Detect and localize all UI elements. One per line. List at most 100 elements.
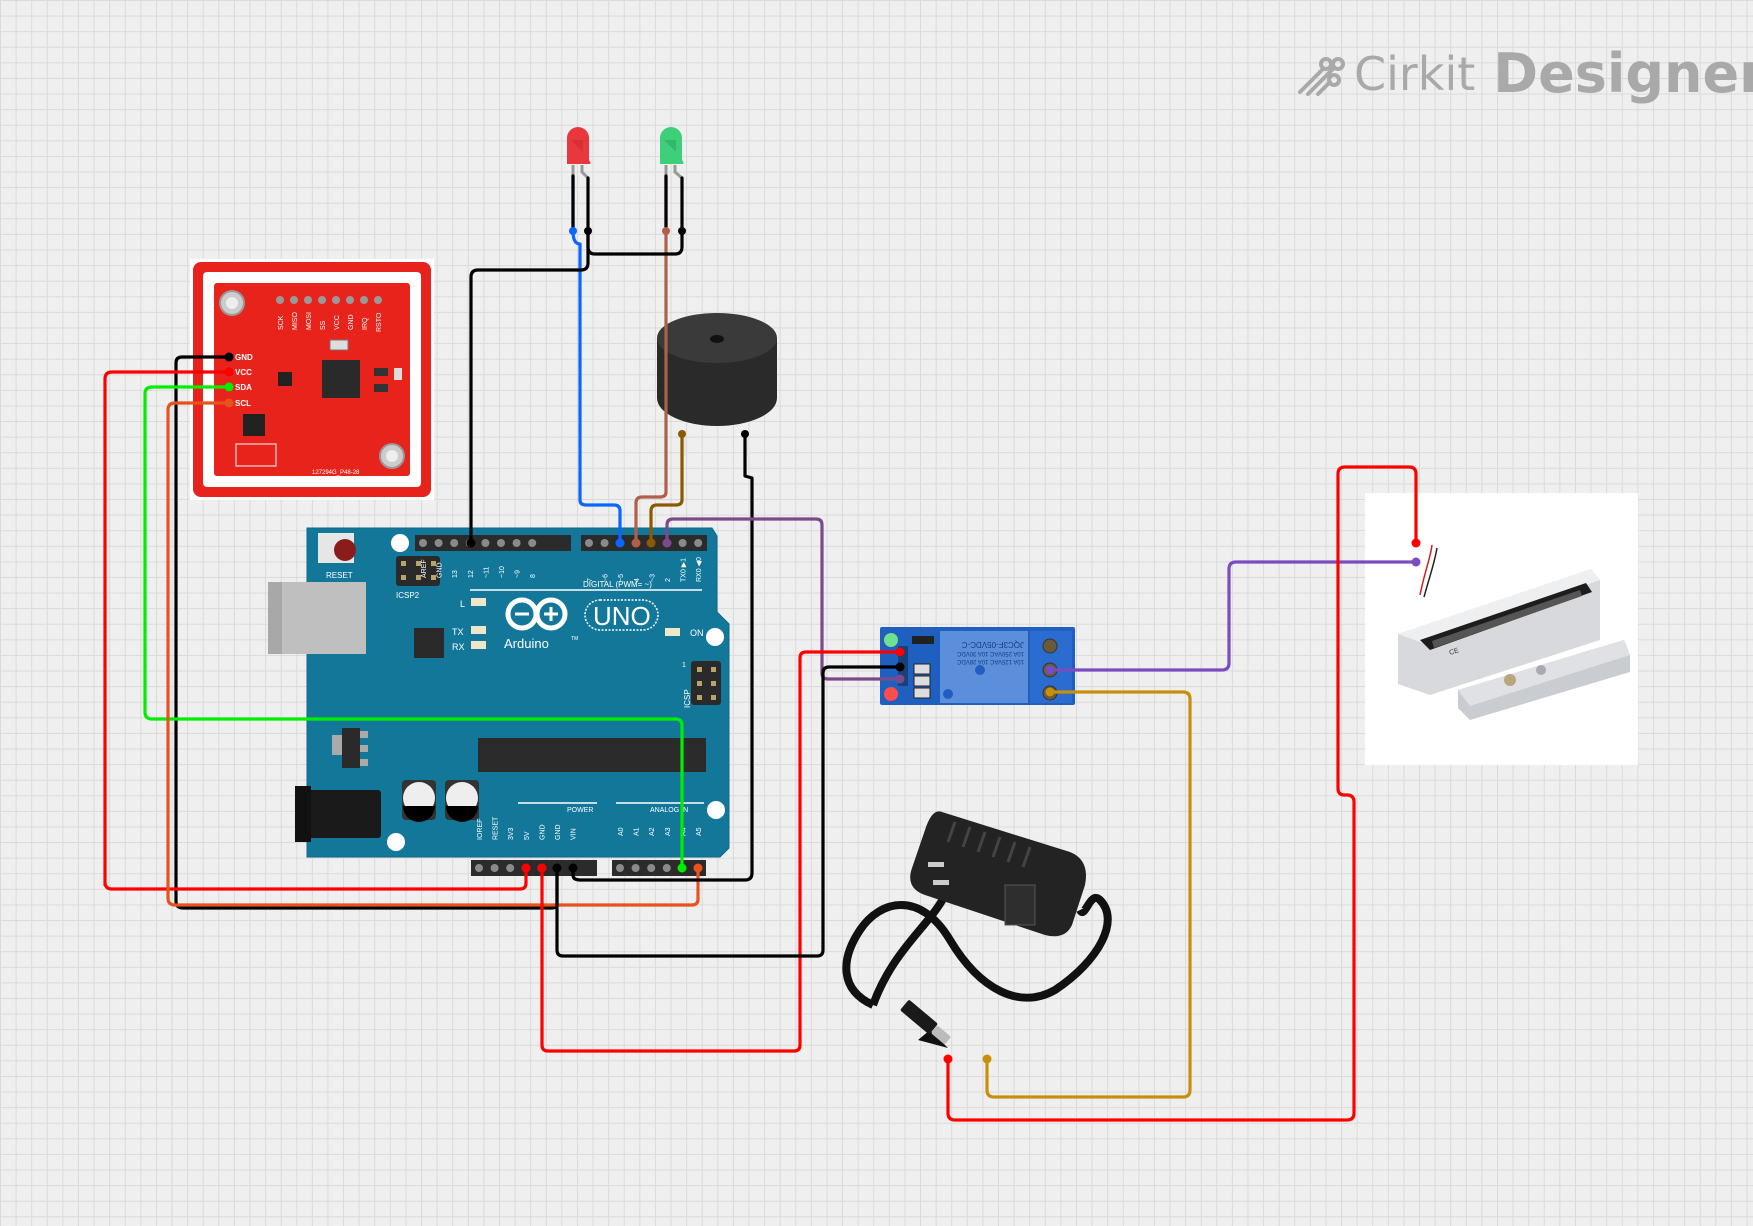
pin-label: 3V3 [508,827,515,840]
power-adapter[interactable] [842,811,1112,1048]
arduino-uno[interactable]: RESET ICSP2 ICSP 1 [268,527,730,876]
terminal-nc[interactable] [1042,638,1058,654]
uno-badge [584,599,659,631]
pin-label: 13 [452,570,459,578]
adapter-body [910,811,1086,937]
icsp-label: ICSP [683,689,692,708]
wire-buzzer-neg[interactable] [571,432,754,882]
icsp-header [691,661,721,705]
green-led[interactable] [660,127,684,180]
piezo-buzzer[interactable] [657,313,777,456]
buzzer-hole [710,335,724,343]
header-pin[interactable] [475,864,483,872]
wire-rfid-sda[interactable] [143,385,684,870]
pin-label: GND [539,824,546,840]
header-pin[interactable] [506,864,515,872]
rfid-header-pins [276,296,382,304]
wire-relay-gnd[interactable] [555,665,902,958]
analog-in-label: ANALOG IN [650,807,688,814]
wire-rfid-vcc[interactable] [103,370,528,891]
header-pin[interactable] [481,539,490,547]
rfid-pin-vcc-label: VCC [235,368,252,377]
wire-led-red-cathode[interactable] [469,176,590,545]
led-tx-label: TX [452,627,464,637]
capacitor [402,780,436,822]
dc-jack [295,790,381,838]
wire-relay-com-adapter[interactable] [985,690,1192,1099]
header-pin[interactable] [434,539,443,547]
dip-switch [243,414,265,436]
rfid-pin-label: SS [320,320,327,330]
pin-label: 7 [587,578,594,582]
pin-label: ~5 [618,574,625,582]
pin-label: A4 [680,827,687,836]
magnetic-lock[interactable]: CE [1365,493,1638,765]
rfid-module[interactable]: SCK MISO MOSI SS VCC GND IRQ RSTO 127294… [190,259,434,500]
relay-part-text: JQC3F-05VDC-C [962,640,1024,649]
pn532-chip [322,360,360,398]
rfid-pin-sda-label: SDA [235,383,252,392]
icsp-pin1-label: 1 [682,662,686,669]
rfid-pin-label: MOSI [306,312,313,330]
rfid-pin-label: MISO [292,312,299,330]
wire-led-green-anode[interactable] [634,174,668,545]
pin-label: ~3 [649,574,656,582]
wire-led-green-cathode[interactable] [586,176,684,256]
led-rx-label: RX [452,642,465,652]
header-pin[interactable] [450,539,459,547]
header-pin[interactable] [694,539,703,547]
digital-pwm-label: DIGITAL (PWM= ~) [583,580,652,589]
analog-header [612,860,706,876]
pin-label: ~10 [499,566,506,578]
led-tx [471,626,486,634]
relay-rating-text: 10A 125VAC 10A 28VDC [956,658,1024,664]
wire-relay-vcc[interactable] [540,650,902,1053]
header-pin[interactable] [662,864,671,872]
reset-button[interactable] [318,533,356,563]
pin-label: A0 [618,827,625,836]
digital-header-right [581,535,707,551]
wire-relay-no-lock[interactable] [1048,560,1418,672]
header-pin[interactable] [616,864,624,872]
relay-rating-text: 10A 250VAC 10A 30VDC [956,650,1024,656]
pin-label: GND [437,562,444,578]
barrel-plug [900,1000,938,1034]
wire-buzzer-pos[interactable] [649,432,684,545]
header-pin[interactable] [600,539,609,547]
cirkit-designer-logo: Cirkit Designer [1296,42,1753,105]
header-pin[interactable] [497,539,505,547]
uno-text: UNO [593,601,651,631]
capacitor [445,780,479,822]
wire-rfid-scl[interactable] [166,401,700,907]
voltage-regulator [332,728,368,768]
pin-label: IOREF [477,819,484,840]
wire-adapter-lock[interactable] [946,465,1418,1122]
header-pin[interactable] [528,539,537,547]
header-pin[interactable] [490,864,499,872]
pin-label: A5 [696,827,703,836]
header-pin[interactable] [512,539,521,547]
pin-label: TX0 ▶1 [681,558,688,582]
wire-led-red-anode[interactable] [571,174,622,545]
usb-port [268,582,366,654]
power-label: POWER [567,807,593,814]
rfid-pin-scl-label: SCL [235,399,251,408]
power-header [471,860,597,876]
pin-label: ~6 [603,574,610,582]
header-pin[interactable] [678,539,687,547]
brand-cirkit: Cirkit [1354,46,1476,101]
led-on-label: ON [690,628,704,638]
red-led[interactable] [567,127,591,180]
header-pin[interactable] [647,864,656,872]
rfid-pin-gnd-label: GND [235,353,253,362]
header-pin[interactable] [585,539,593,547]
atmega16u2-chip [414,628,444,658]
header-pin[interactable] [419,539,427,547]
wire-endpoints [224,227,1421,1064]
icsp2-label: ICSP2 [396,591,420,600]
rfid-pin-label: SCK [278,315,285,330]
pin-label: 12 [468,570,475,578]
reset-label: RESET [326,571,353,580]
header-pin[interactable] [631,864,640,872]
